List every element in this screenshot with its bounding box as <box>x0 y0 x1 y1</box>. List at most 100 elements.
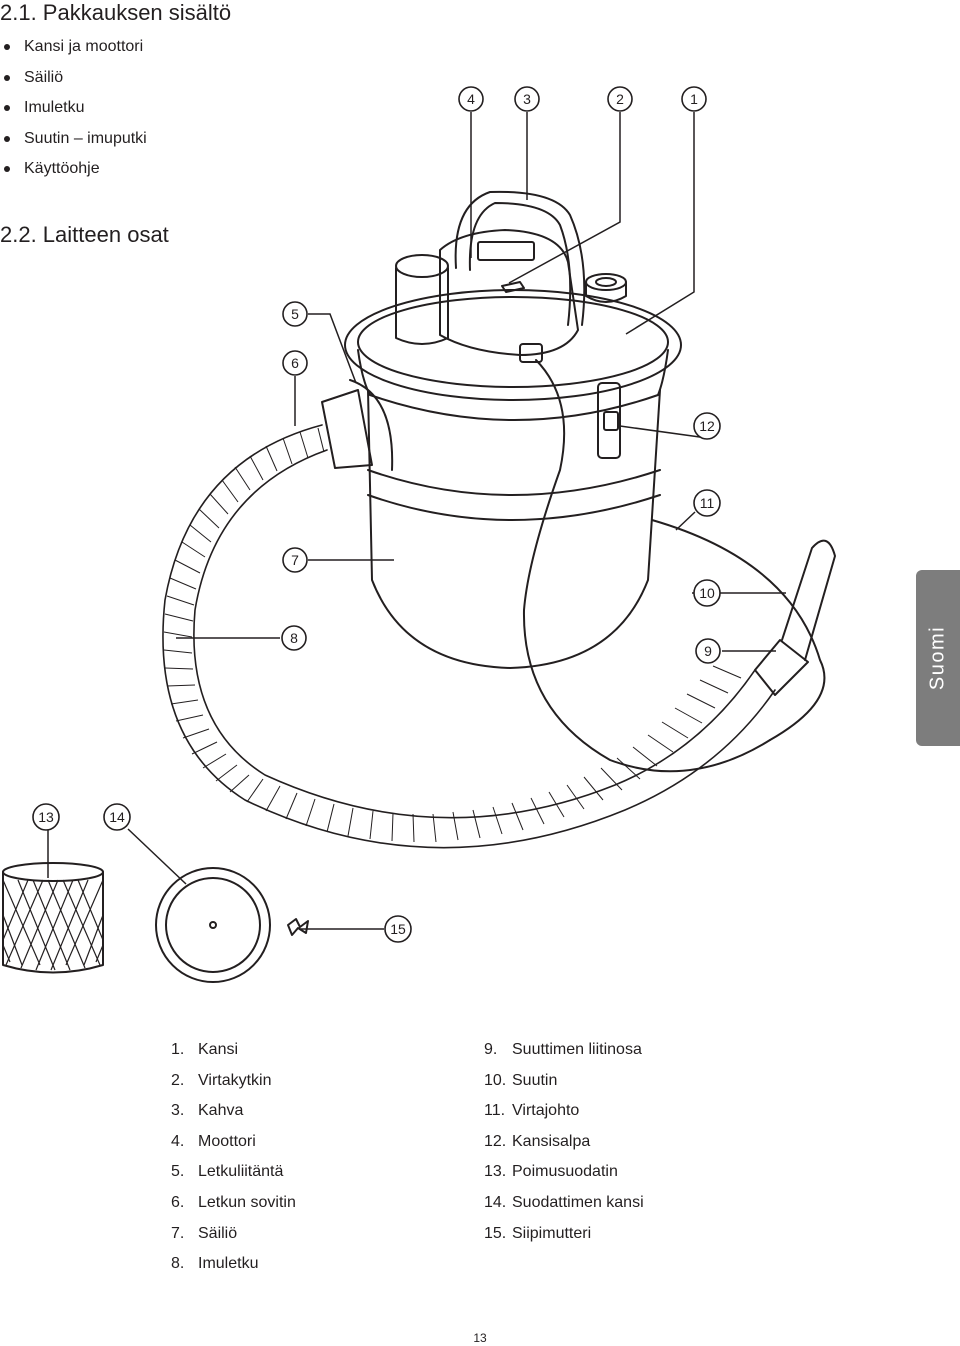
marker-label: 15 <box>390 921 406 937</box>
list-item: 13.Poimusuodatin <box>484 1157 644 1188</box>
tank-band-top <box>367 469 661 496</box>
list-item: Säiliö <box>0 63 147 94</box>
part-label: Moottori <box>198 1132 256 1150</box>
part-number: 11. <box>484 1102 506 1120</box>
section-heading-parts: 2.2. Laitteen osat <box>0 222 169 247</box>
list-item: 14. Suodattimen kansi <box>484 1188 644 1219</box>
marker-label: 7 <box>291 552 299 568</box>
hose-outline-inner <box>193 449 756 819</box>
part-number: 4. <box>171 1132 185 1150</box>
part-number: 6. <box>171 1193 185 1211</box>
list-item: 8. Imuletku <box>171 1249 296 1280</box>
marker-13: 13 <box>32 803 60 831</box>
marker-11: 11 <box>693 489 721 517</box>
part-label: Suutin <box>512 1071 558 1089</box>
part-label: Kansi <box>198 1041 239 1058</box>
hose-outline-outer <box>162 424 776 849</box>
part-number: 2. <box>171 1071 185 1089</box>
hose-adapter <box>321 389 373 469</box>
pleated-filter-body <box>2 871 104 974</box>
part-number: 12. <box>484 1132 507 1150</box>
list-item: Imuletku <box>0 93 147 124</box>
power-cord <box>522 359 771 773</box>
page-number: 13 <box>473 1331 487 1345</box>
part-label: Säiliö <box>198 1224 238 1242</box>
part-number: 9. <box>484 1041 498 1058</box>
marker-8: 8 <box>281 625 307 651</box>
filter-mesh <box>2 879 104 971</box>
filter-cover-inner <box>165 877 261 973</box>
part-label: Poimusuodatin <box>512 1163 618 1181</box>
marker-5: 5 <box>282 301 308 327</box>
part-label: Siipimutteri <box>512 1224 592 1242</box>
list-item: 7. Säiliö <box>171 1219 296 1250</box>
list-item: Käyttöohje <box>0 154 147 185</box>
lid-latch <box>597 382 621 459</box>
marker-6: 6 <box>282 350 308 376</box>
section-heading-contents: 2.1. Pakkauksen sisältö <box>0 0 232 25</box>
list-item: 12. Kansisalpa <box>484 1127 644 1158</box>
power-cord-rear <box>651 519 826 741</box>
marker-label: 6 <box>291 355 299 371</box>
marker-4: 4 <box>458 86 484 112</box>
marker-label: 13 <box>38 809 54 825</box>
marker-12: 12 <box>693 412 721 440</box>
list-item: Suutin – imuputki <box>0 124 147 155</box>
list-item: 6. Letkun sovitin <box>171 1188 296 1219</box>
part-label: Suuttimen liitinosa <box>512 1041 642 1058</box>
parts-list-right: 9. Suuttimen liitinosa 10. Suutin 11. Virta… <box>484 1035 644 1249</box>
list-item: 11. Virtajohto <box>484 1096 644 1127</box>
marker-label: 11 <box>700 495 715 511</box>
marker-3: 3 <box>514 86 540 112</box>
list-item: 10. Suutin <box>484 1066 644 1097</box>
part-label: Kansisalpa <box>512 1132 591 1150</box>
part-label: Virtajohto <box>512 1102 580 1120</box>
part-label: Kahva <box>198 1102 244 1120</box>
handle <box>454 190 586 326</box>
filter-cover-outer <box>155 867 271 983</box>
contents-list: Kansi ja moottori Säiliö Imuletku Suutin… <box>0 32 147 185</box>
part-markers: 1 2 3 4 5 6 7 8 9 10 11 12 13 14 15 <box>32 86 721 943</box>
tank-band-bottom <box>367 494 661 521</box>
part-number: 5. <box>171 1163 185 1181</box>
marker-label: 10 <box>699 585 715 601</box>
marker-label: 12 <box>699 418 715 434</box>
motor-housing <box>439 229 579 356</box>
part-number: 8. <box>171 1255 185 1273</box>
part-label: Virtakytkin <box>198 1071 272 1089</box>
marker-label: 14 <box>109 809 125 825</box>
marker-9: 9 <box>695 638 721 664</box>
list-item: Kansi ja moottori <box>0 32 147 63</box>
tank-body <box>367 389 661 669</box>
switch <box>501 281 525 293</box>
nozzle <box>781 539 836 661</box>
marker-label: 5 <box>291 306 299 322</box>
part-number: 7. <box>171 1224 185 1242</box>
part-number: 3. <box>171 1102 185 1120</box>
part-number: 1. <box>171 1041 185 1058</box>
marker-label: 8 <box>290 630 298 646</box>
marker-label: 2 <box>616 91 624 107</box>
language-tab: Suomi <box>916 570 960 746</box>
part-number: 10. <box>484 1071 507 1089</box>
part-number: 15. <box>484 1224 507 1242</box>
marker-7: 7 <box>282 547 308 573</box>
part-label: Suodattimen kansi <box>512 1193 644 1211</box>
list-item: 9. Suuttimen liitinosa <box>484 1035 644 1066</box>
pleated-filter-top <box>2 862 104 882</box>
list-item: 2. Virtakytkin <box>171 1066 296 1097</box>
marker-10: 10 <box>693 579 721 607</box>
marker-2: 2 <box>607 86 633 112</box>
marker-1: 1 <box>681 86 707 112</box>
marker-label: 3 <box>523 91 531 107</box>
part-label: Imuletku <box>198 1255 259 1273</box>
list-item: 1. Kansi <box>171 1035 296 1066</box>
part-label: Letkuliitäntä <box>198 1163 284 1181</box>
list-item: 4. Moottori <box>171 1127 296 1158</box>
parts-list-left: 1. Kansi 2. Virtakytkin 3. Kahva 4. Moottori… <box>171 1035 296 1280</box>
marker-label: 9 <box>704 643 712 659</box>
language-tab-label: Suomi <box>926 625 949 691</box>
part-label: Letkun sovitin <box>198 1193 296 1211</box>
hose-ribs <box>163 427 742 843</box>
part-number: 14. <box>484 1193 507 1211</box>
